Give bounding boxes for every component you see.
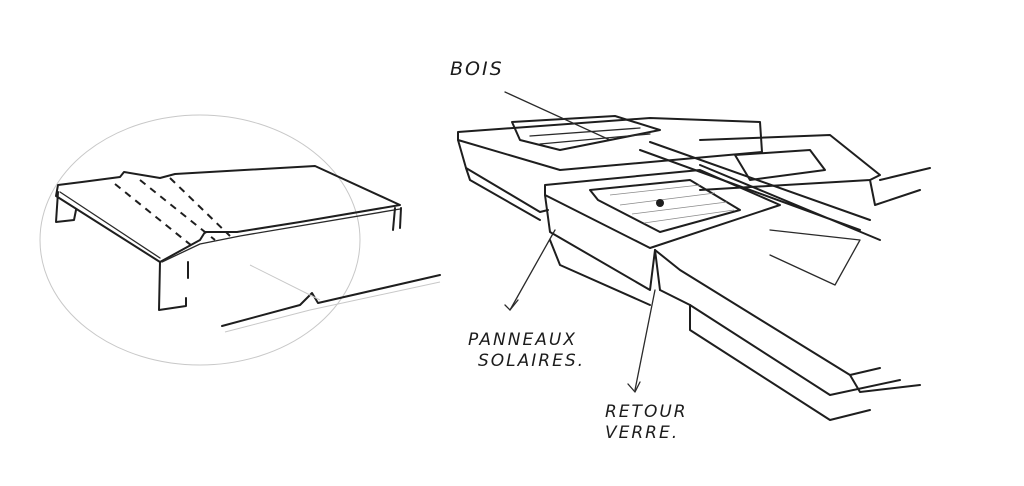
left-building-sketch [39,114,441,366]
label-panneaux-line2: SOLAIRES. [478,351,586,372]
label-retour-line2: VERRE. [605,423,680,444]
label-bois: BOIS [450,58,504,80]
right-building-sketch [457,91,931,421]
label-panneaux-line1: PANNEAUX [468,330,577,350]
label-retour-verre: RETOUR VERRE. [605,402,688,445]
label-panneaux-solaires: PANNEAUX SOLAIRES. [468,330,585,373]
label-retour-line1: RETOUR [605,402,688,422]
